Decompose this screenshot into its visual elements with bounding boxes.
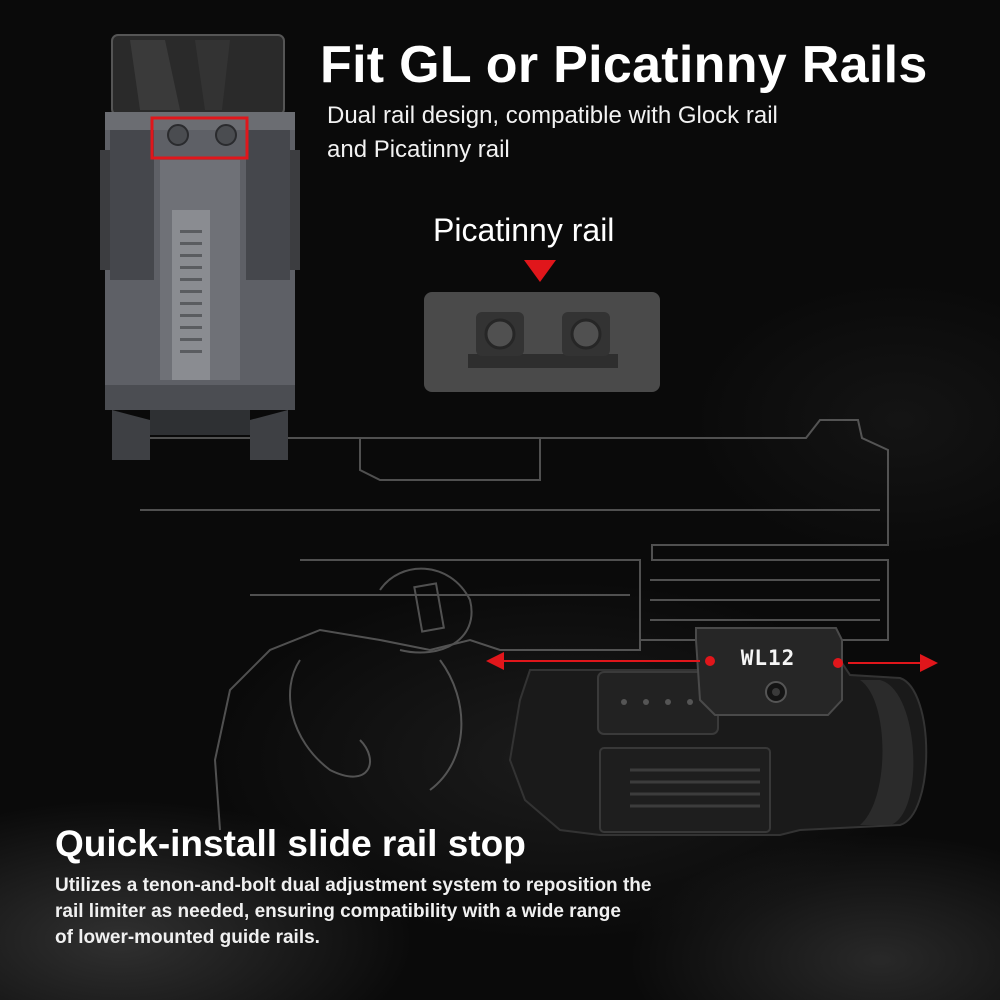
- page-subtitle: Dual rail design, compatible with Glock …: [327, 99, 927, 167]
- feature-description: Utilizes a tenon-and-bolt dual adjustmen…: [55, 873, 775, 951]
- weapon-light-product: [508, 627, 928, 836]
- model-label: WL12: [740, 646, 796, 670]
- picatinny-rail-label: Picatinny rail: [433, 212, 615, 248]
- description-line: of lower-mounted guide rails.: [55, 927, 320, 948]
- description-line: Utilizes a tenon-and-bolt dual adjustmen…: [55, 875, 652, 896]
- double-arrow-icon: [486, 652, 938, 672]
- down-triangle-icon: [524, 260, 556, 282]
- picatinny-rail-diagram: [424, 260, 660, 392]
- feature-heading: Quick-install slide rail stop: [55, 823, 526, 864]
- highlight-box: [150, 116, 249, 160]
- subtitle-line: Dual rail design, compatible with Glock …: [327, 102, 778, 129]
- rail-mount-front-view: [100, 34, 300, 460]
- description-line: rail limiter as needed, ensuring compati…: [55, 901, 621, 922]
- subtitle-line: and Picatinny rail: [327, 136, 510, 163]
- page-title: Fit GL or Picatinny Rails: [320, 36, 928, 94]
